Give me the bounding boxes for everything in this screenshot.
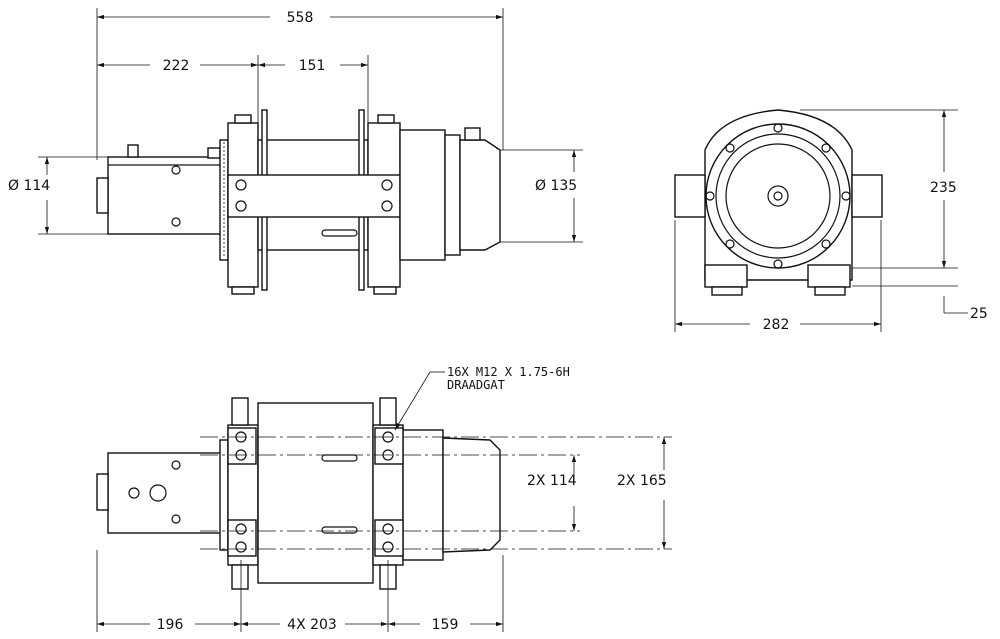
end-view: 235 25 282 (674, 109, 988, 333)
dim-drum-width: 151 (299, 58, 326, 74)
dim-end-width: 282 (763, 317, 790, 333)
end-view-bolts (705, 123, 851, 269)
dim-bolt-spacing-outer: 2X 165 (617, 473, 667, 489)
dim-motor-diameter: Ø 114 (8, 178, 50, 194)
top-view: 16X M12 X 1.75-6H DRAADGAT 2X 114 2X 165… (96, 365, 672, 633)
thread-spec-note: 16X M12 X 1.75-6H (447, 365, 570, 379)
dim-base-end: 159 (432, 617, 459, 633)
dim-motor-to-drum: 222 (163, 58, 190, 74)
dim-base-offset: 196 (157, 617, 184, 633)
dim-overall-length: 558 (287, 10, 314, 26)
dim-foot-height: 25 (970, 306, 988, 322)
dim-end-height: 235 (930, 180, 957, 196)
front-view: 558 222 151 Ø 114 Ø 135 (8, 8, 583, 295)
dim-bolt-spacing-inner: 2X 114 (527, 473, 577, 489)
thread-label-note: DRAADGAT (447, 378, 505, 392)
dim-base-pitch: 4X 203 (287, 617, 337, 633)
dim-gearbox-diameter: Ø 135 (535, 178, 577, 194)
